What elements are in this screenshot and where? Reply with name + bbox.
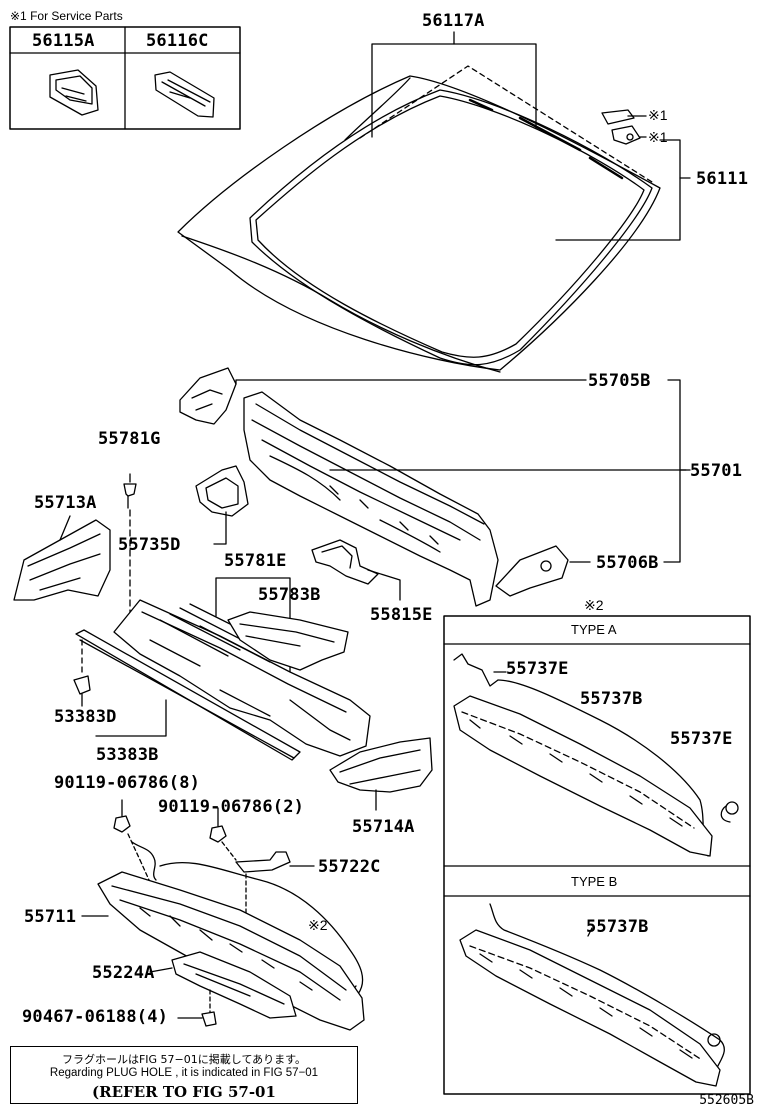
label-55781E: 55781E — [224, 551, 287, 571]
label-55714A: 55714A — [352, 817, 415, 837]
label-55224A: 55224A — [92, 963, 155, 983]
windshield-glass — [177, 75, 661, 373]
label-56111: 56111 — [696, 169, 749, 189]
label-90467-06188-4: 90467-06188(4) — [22, 1007, 169, 1027]
type-b-heading: TYPE B — [571, 874, 618, 889]
figure-code: 552605B — [699, 1093, 754, 1108]
type-a-heading: TYPE A — [571, 622, 617, 637]
part-55815E — [311, 539, 401, 601]
part-55781G — [123, 473, 137, 621]
leader-56117A — [371, 31, 537, 138]
service-part-label-2: 56116C — [146, 31, 209, 51]
part-55711 — [81, 871, 365, 1031]
part-55735D — [195, 465, 249, 545]
windshield-molding — [249, 65, 653, 366]
part-55781E — [113, 599, 371, 757]
label-55722C: 55722C — [318, 857, 381, 877]
leader-56111 — [555, 139, 691, 241]
mark-2b: ※2 — [584, 597, 604, 613]
type-b-art — [459, 903, 725, 1087]
label-55713A: 55713A — [34, 493, 97, 513]
label-90119-06786-2: 90119-06786(2) — [158, 797, 305, 817]
type-a-art — [453, 653, 739, 857]
label-55737E-top: 55737E — [506, 659, 569, 679]
part-55701 — [243, 391, 691, 607]
type-box — [443, 615, 751, 1095]
part-55705B — [179, 367, 587, 425]
label-56117A: 56117A — [422, 11, 485, 31]
plug-hole-note: フラグホールはFIG 57−01に掲載してあります。 Regarding PLU… — [10, 1046, 358, 1104]
service-parts-box — [9, 26, 241, 130]
leader-55705B-bracket — [663, 379, 687, 563]
label-55701: 55701 — [690, 461, 743, 481]
note-line-reference: (REFER TO FIG 57-01 — [92, 1083, 276, 1101]
clip-90467 — [177, 1011, 217, 1027]
label-55737E-right: 55737E — [670, 729, 733, 749]
part-55783B — [227, 611, 349, 671]
label-53383D: 53383D — [54, 707, 117, 727]
label-55706B: 55706B — [596, 553, 659, 573]
label-55737B-type-b: 55737B — [586, 917, 649, 937]
label-90119-06786-8: 90119-06786(8) — [54, 773, 201, 793]
part-55706B — [495, 545, 591, 597]
part-55714A — [329, 737, 433, 811]
note-line-japanese: フラグホールはFIG 57−01に掲載してあります。 — [61, 1053, 307, 1066]
label-55735D: 55735D — [118, 535, 181, 555]
label-55815E: 55815E — [370, 605, 433, 625]
part-55224A — [149, 951, 297, 1019]
label-55705B: 55705B — [588, 371, 651, 391]
mark-2a: ※2 — [308, 917, 328, 933]
label-55783B: 55783B — [258, 585, 321, 605]
mark-1a: ※1 — [648, 107, 668, 123]
label-55737B-type-a: 55737B — [580, 689, 643, 709]
part-53383D — [73, 639, 91, 707]
part-53383B — [75, 629, 301, 761]
label-53383B: 53383B — [96, 745, 159, 765]
label-55711: 55711 — [24, 907, 77, 927]
bolt-90119-2 — [209, 807, 237, 861]
part-55713A — [13, 515, 111, 601]
label-55781G: 55781G — [98, 429, 161, 449]
clips-56111 — [601, 109, 647, 145]
mark-1b: ※1 — [648, 129, 668, 145]
service-note: ※1 For Service Parts — [10, 9, 123, 23]
service-part-label-1: 56115A — [32, 31, 95, 51]
note-line-english: Regarding PLUG HOLE , it is indicated in… — [49, 1067, 319, 1079]
